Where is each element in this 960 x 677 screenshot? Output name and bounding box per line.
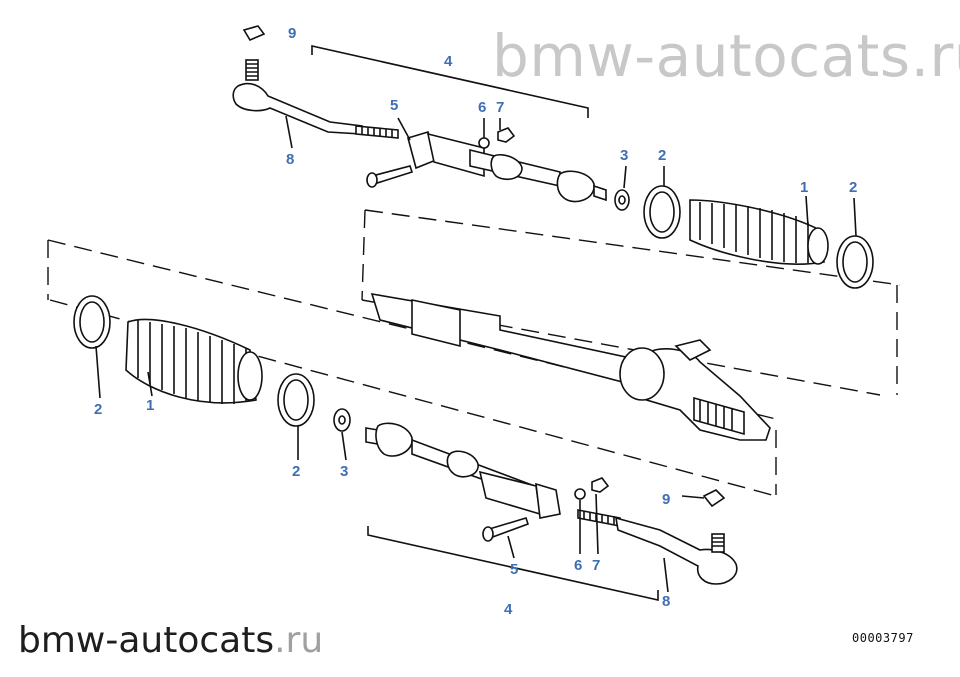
bracket-4-top: [311, 45, 589, 118]
callout-5-bottom: 5: [510, 561, 518, 578]
tie-rod-end-bottom: [577, 489, 738, 585]
boot-top: [643, 185, 874, 289]
callout-9-top: 9: [288, 25, 296, 42]
boot-bottom: [73, 295, 315, 427]
callout-1-top: 1: [800, 179, 808, 196]
callout-3-bottom: 3: [340, 463, 348, 480]
callout-3-top: 3: [620, 147, 628, 164]
callout-2-top-b: 2: [849, 179, 857, 196]
watermark-bottom-tld: .ru: [274, 620, 324, 661]
callout-numbers: 9 4 5 6 7 8 3 2 1 2 2 1 2 3 9 5 6 7 8 4: [94, 25, 857, 618]
callout-2-bottom-a: 2: [94, 401, 102, 418]
callout-4-top: 4: [444, 53, 453, 70]
watermark-bottom-brand: bmw-autocats: [18, 620, 275, 661]
washer-bottom: [333, 408, 351, 432]
rack-housing: [370, 292, 771, 441]
watermark-bottom: bmw-autocats.ru: [18, 620, 323, 661]
callout-8-top: 8: [286, 151, 294, 168]
callout-7-top: 7: [496, 99, 504, 116]
leader-lines: [95, 115, 857, 593]
callout-2-top-a: 2: [658, 147, 666, 164]
callout-5-top: 5: [390, 97, 398, 114]
inner-tie-rod-top: [469, 148, 630, 211]
diagram-number: 00003797: [852, 631, 914, 645]
callout-1-bottom: 1: [146, 397, 154, 414]
callout-7-bottom: 7: [592, 557, 600, 574]
callout-6-bottom: 6: [574, 557, 582, 574]
watermark-top: bmw-autocats.ru: [492, 22, 960, 90]
clamp-bottom: [478, 470, 610, 542]
callout-2-bottom-b: 2: [292, 463, 300, 480]
callout-8-bottom: 8: [662, 593, 670, 610]
callout-4-bottom: 4: [504, 601, 513, 618]
callout-9-bottom: 9: [662, 491, 670, 508]
callout-6-top: 6: [478, 99, 486, 116]
bracket-4-bottom: [367, 526, 659, 601]
tie-rod-end-top: [232, 25, 399, 139]
